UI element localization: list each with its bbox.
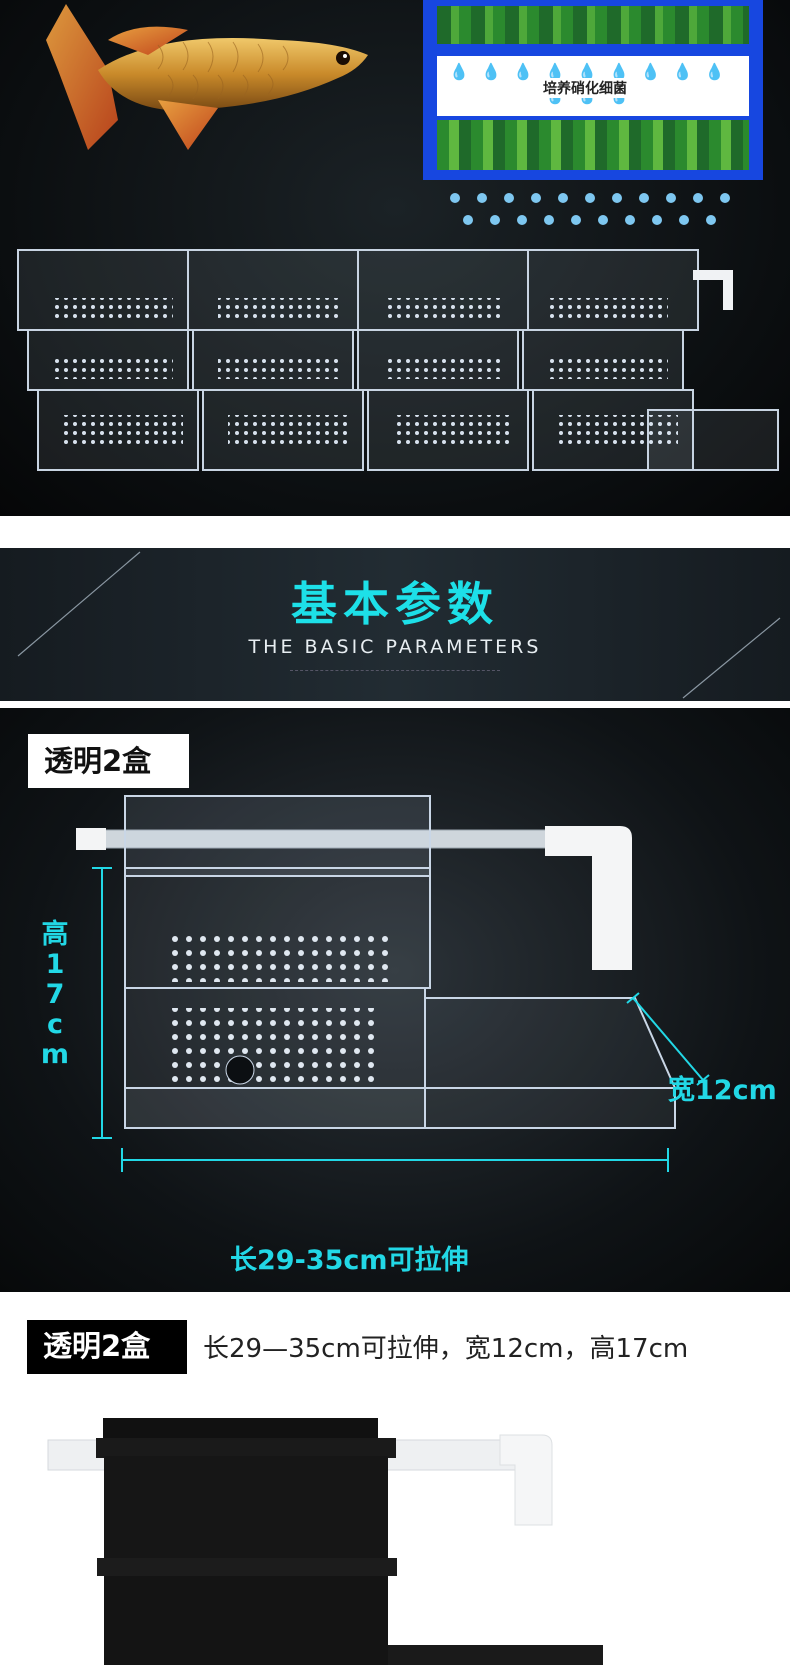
hero-section: 💧💧💧💧💧💧💧💧💧💧💧💧 培养硝化细菌	[0, 0, 790, 518]
plant-strip-top	[437, 6, 749, 44]
section-title: 基本参数	[291, 577, 499, 631]
section-subtitle: THE BASIC PARAMETERS	[248, 636, 542, 658]
dotted-divider	[290, 670, 500, 672]
separator-line	[0, 516, 790, 518]
parameters-banner	[0, 548, 790, 701]
droplet-row	[450, 193, 730, 225]
black-box-section	[0, 1390, 790, 1665]
spec-caption-text: 长29—35cm可拉伸，宽12cm，高17cm	[203, 1334, 689, 1364]
length-label: 长29-35cm可拉伸	[230, 1245, 469, 1276]
height-label: 高17cm	[40, 919, 70, 1070]
bacteria-diagram: 💧💧💧💧💧💧💧💧💧💧💧💧 培养硝化细菌	[423, 0, 763, 180]
diagram-caption: 培养硝化细菌	[537, 78, 633, 98]
spec-tag: 透明2盒	[28, 734, 189, 788]
filter-box-photo	[76, 795, 710, 1172]
filter-box-stack-photo	[17, 249, 779, 471]
divider	[423, 46, 763, 54]
spec-photo-section	[0, 708, 790, 1292]
black-filter-box-photo	[47, 1418, 603, 1665]
width-label: 宽12cm	[668, 1075, 777, 1106]
plant-strip-bottom	[437, 120, 749, 170]
banner-decor-lines	[17, 551, 781, 699]
arowana-fish-photo	[46, 4, 368, 150]
caption-tag: 透明2盒	[27, 1320, 187, 1374]
caption-panel: 💧💧💧💧💧💧💧💧💧💧💧💧 培养硝化细菌	[437, 56, 749, 116]
